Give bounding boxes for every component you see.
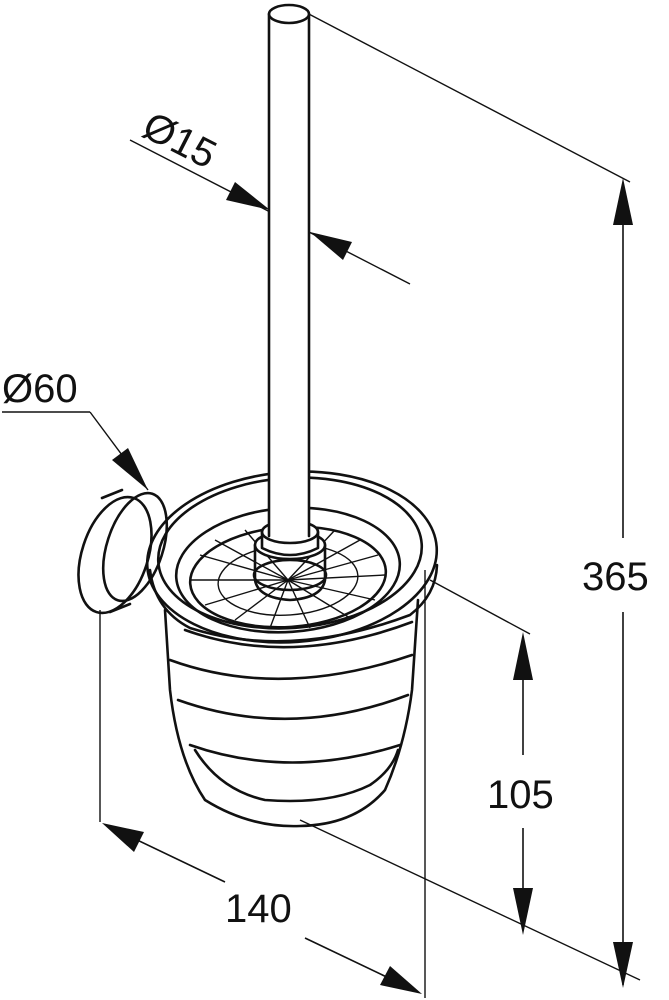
container-cup — [163, 598, 420, 828]
extension-lines — [2, 11, 641, 998]
arrow-15-left — [226, 182, 270, 210]
holder-diameter-label: Ø60 — [2, 367, 78, 411]
arrow-365-top — [613, 178, 633, 225]
depth-label: 140 — [225, 887, 292, 931]
overall-height-label: 365 — [582, 555, 649, 599]
arrow-105-top — [513, 632, 533, 680]
dimension-labels: Ø15 Ø60 365 105 140 — [2, 104, 649, 931]
arrow-105-bottom — [513, 888, 533, 935]
arrow-140-left — [102, 823, 144, 852]
brush-diameter-label: Ø15 — [136, 104, 223, 178]
arrow-15-right — [310, 232, 352, 260]
brush-handle — [267, 3, 311, 538]
arrow-60 — [112, 448, 148, 490]
arrow-365-bottom — [613, 942, 633, 988]
dimension-arrows — [102, 178, 633, 994]
arrow-140-right — [380, 966, 422, 994]
container-height-label: 105 — [487, 773, 554, 817]
